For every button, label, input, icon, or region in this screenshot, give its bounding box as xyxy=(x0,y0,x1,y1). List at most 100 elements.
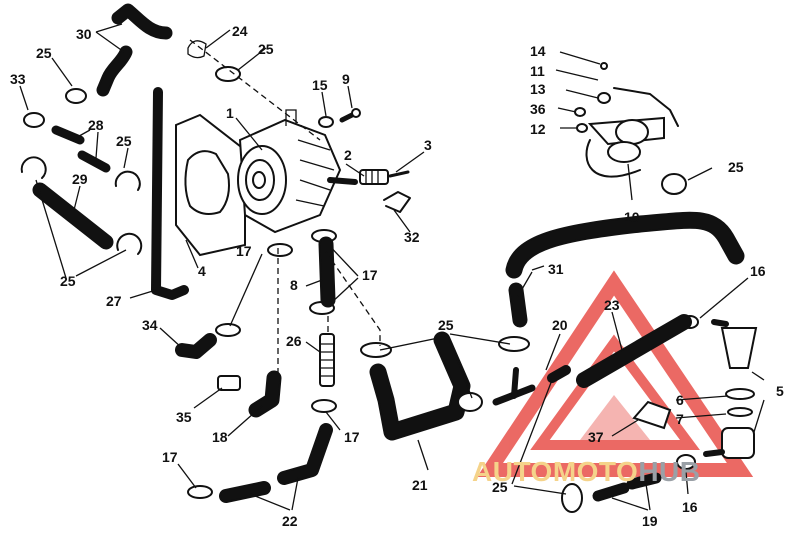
clamp-17-d xyxy=(215,323,241,337)
callout-16-b: 16 xyxy=(682,499,698,515)
callout-37: 37 xyxy=(588,429,604,445)
clip-25-lower xyxy=(116,232,143,255)
callout-36: 36 xyxy=(530,101,546,117)
hose-short-near-20 xyxy=(547,365,571,383)
watermark-part1: AUTOMOTO xyxy=(472,456,639,487)
callout-25-e: 25 xyxy=(438,317,454,333)
callout-17-c: 17 xyxy=(344,429,360,445)
callout-23: 23 xyxy=(604,297,620,313)
callout-16-a: 16 xyxy=(750,263,766,279)
callout-31: 31 xyxy=(548,261,564,277)
clamp-17-a xyxy=(267,243,293,257)
callout-32: 32 xyxy=(404,229,420,245)
screw-9 xyxy=(339,108,361,123)
callout-25-c: 25 xyxy=(116,133,132,149)
callout-2: 2 xyxy=(344,147,352,163)
leader-lines xyxy=(19,23,765,511)
ring-clamp-25-low xyxy=(457,392,483,412)
clamp-24 xyxy=(187,40,207,59)
clamp-16-lower xyxy=(676,454,696,470)
connector-3 xyxy=(388,170,410,178)
callout-25-a: 25 xyxy=(36,45,52,61)
ring-clamp-25-left xyxy=(65,88,87,104)
hose-21 xyxy=(369,331,471,441)
callout-17-a: 17 xyxy=(236,243,252,259)
hose-31 xyxy=(505,211,745,328)
filter-26 xyxy=(319,333,335,387)
callout-7: 7 xyxy=(676,411,684,427)
callout-17-b: 17 xyxy=(362,267,378,283)
callout-21: 21 xyxy=(412,477,428,493)
callout-34: 34 xyxy=(142,317,158,333)
washer-15 xyxy=(318,116,334,128)
bracket-32 xyxy=(383,191,411,213)
fuel-pump-1 xyxy=(237,109,358,234)
callout-1: 1 xyxy=(226,105,234,121)
callout-6: 6 xyxy=(676,392,684,408)
clip-25-mid xyxy=(114,170,141,191)
callout-25-f: 25 xyxy=(728,159,744,175)
callout-4: 4 xyxy=(198,263,206,279)
hose-29 xyxy=(32,182,114,250)
watermark-part2: HUB xyxy=(638,456,701,487)
tube-27 xyxy=(151,87,189,300)
callout-9: 9 xyxy=(342,71,350,87)
ring-clamp-25-right xyxy=(498,336,530,352)
callout-26: 26 xyxy=(286,333,302,349)
gasket-plate-4 xyxy=(175,113,246,257)
callout-25-b: 25 xyxy=(258,41,274,57)
hose-30 xyxy=(96,3,173,97)
ring-clamp-25-mid xyxy=(360,342,392,358)
callout-3: 3 xyxy=(424,137,432,153)
callout-13: 13 xyxy=(530,81,546,97)
callout-18: 18 xyxy=(212,429,228,445)
wire-11 xyxy=(613,87,679,127)
hose-19 xyxy=(592,472,662,502)
check-valve-35 xyxy=(217,375,241,391)
washer-36 xyxy=(574,107,586,117)
elbow-18 xyxy=(248,370,282,418)
callout-8: 8 xyxy=(290,277,298,293)
ring-terminal-12 xyxy=(576,123,588,133)
callout-20: 20 xyxy=(552,317,568,333)
watermark-text: AUTOMOTOHUB xyxy=(472,458,700,486)
callout-19: 19 xyxy=(642,513,658,529)
ring-clamp-33 xyxy=(23,112,45,128)
ring-clamp-25-top xyxy=(215,66,241,82)
callout-25-d: 25 xyxy=(60,273,76,289)
clamp-17-e xyxy=(311,399,337,413)
clamp-17-f xyxy=(187,485,213,499)
hose-22 xyxy=(219,423,333,503)
clip-25-right xyxy=(661,173,687,195)
screw-14 xyxy=(600,62,608,70)
assembly-dashed-lines xyxy=(189,39,381,378)
callout-24: 24 xyxy=(232,23,248,39)
bracket-37 xyxy=(632,400,672,430)
callout-14: 14 xyxy=(530,43,546,59)
callout-12: 12 xyxy=(530,121,546,137)
callout-33: 33 xyxy=(10,71,26,87)
spacer-13 xyxy=(597,92,611,104)
callout-25-g: 25 xyxy=(492,479,508,495)
elbow-34 xyxy=(175,333,217,359)
callout-35: 35 xyxy=(176,409,192,425)
clip-25-left-upper xyxy=(20,156,47,179)
callout-10: 10 xyxy=(624,209,640,225)
callout-22: 22 xyxy=(282,513,298,529)
callout-27: 27 xyxy=(106,293,122,309)
tee-fitting-20 xyxy=(492,367,536,406)
callout-11: 11 xyxy=(530,63,545,79)
callout-5: 5 xyxy=(776,383,784,399)
callout-30: 30 xyxy=(76,26,92,42)
callout-29: 29 xyxy=(72,171,88,187)
callout-28: 28 xyxy=(88,117,104,133)
callout-15: 15 xyxy=(312,77,328,93)
hose-23 xyxy=(576,314,692,388)
primer-bulb-10 xyxy=(585,116,665,178)
fuel-filter-5 xyxy=(703,319,758,459)
ring-clamp-25-bottom xyxy=(561,483,583,513)
fitting-2 xyxy=(359,169,389,185)
callout-17-d: 17 xyxy=(162,449,178,465)
